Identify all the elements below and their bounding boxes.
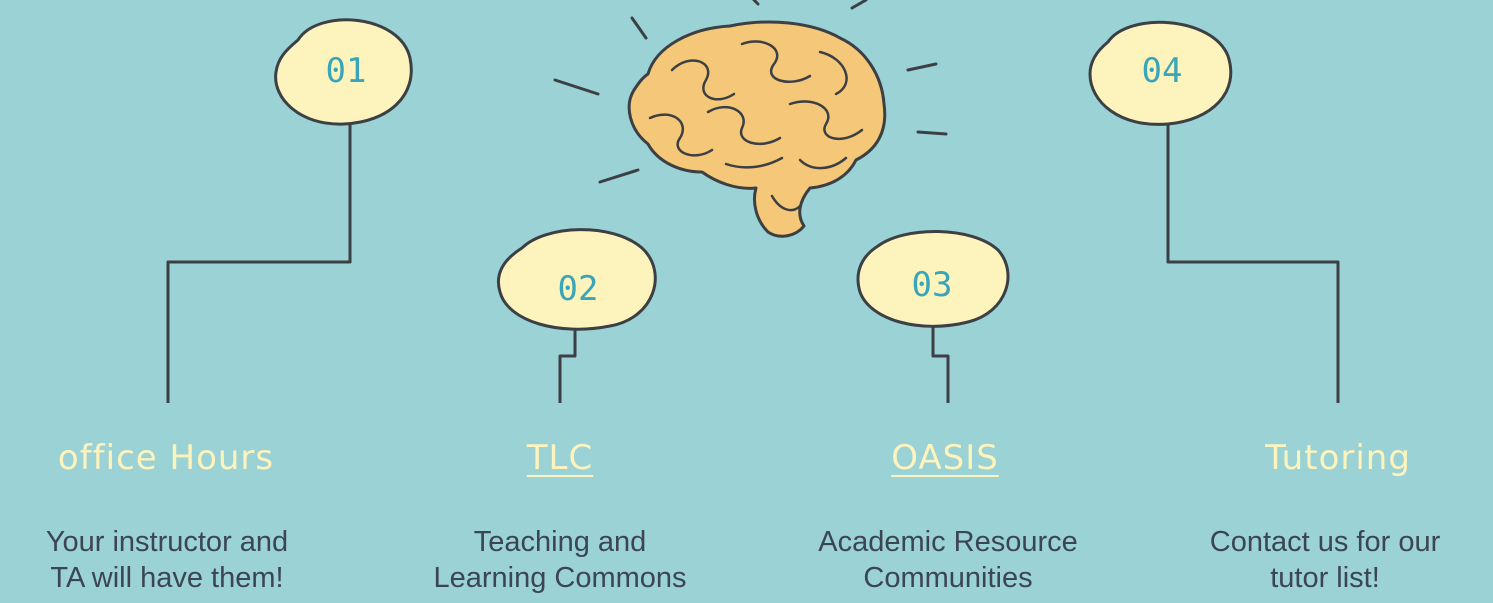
connector-line-03	[931, 322, 950, 403]
bubble-02: 02	[497, 228, 657, 331]
oasis-link[interactable]: OASIS	[891, 438, 999, 478]
description-line: Your instructor and	[45, 526, 289, 558]
bubble-01: 01	[274, 18, 413, 126]
connector-line-02	[558, 328, 577, 403]
description-line: TA will have them!	[50, 562, 284, 594]
description-tlc: Teaching and Learning Commons	[395, 524, 725, 596]
bubble-number-01: 01	[326, 51, 367, 91]
connector-line-01	[166, 120, 352, 403]
bubble-04: 04	[1088, 20, 1233, 126]
bubble-number-03: 03	[912, 265, 953, 305]
description-line: Academic Resource	[818, 526, 1078, 558]
description-line: Learning Commons	[433, 562, 687, 594]
brain-icon	[553, 0, 948, 238]
title-office-hours: office Hours	[57, 438, 275, 478]
tlc-link[interactable]: TLC	[526, 438, 594, 478]
bubble-number-02: 02	[558, 269, 599, 309]
bubble-03: 03	[856, 230, 1010, 328]
description-line: Teaching and	[473, 526, 647, 558]
connector-line-04	[1166, 120, 1340, 403]
description-tutoring: Contact us for our tutor list!	[1160, 524, 1490, 596]
bubble-number-04: 04	[1142, 51, 1183, 91]
description-line: Communities	[863, 562, 1033, 594]
description-office-hours: Your instructor and TA will have them!	[2, 524, 332, 596]
description-line: Contact us for our	[1209, 526, 1441, 558]
title-tutoring: Tutoring	[1265, 438, 1411, 478]
description-oasis: Academic Resource Communities	[783, 524, 1113, 596]
description-line: tutor list!	[1270, 562, 1380, 594]
